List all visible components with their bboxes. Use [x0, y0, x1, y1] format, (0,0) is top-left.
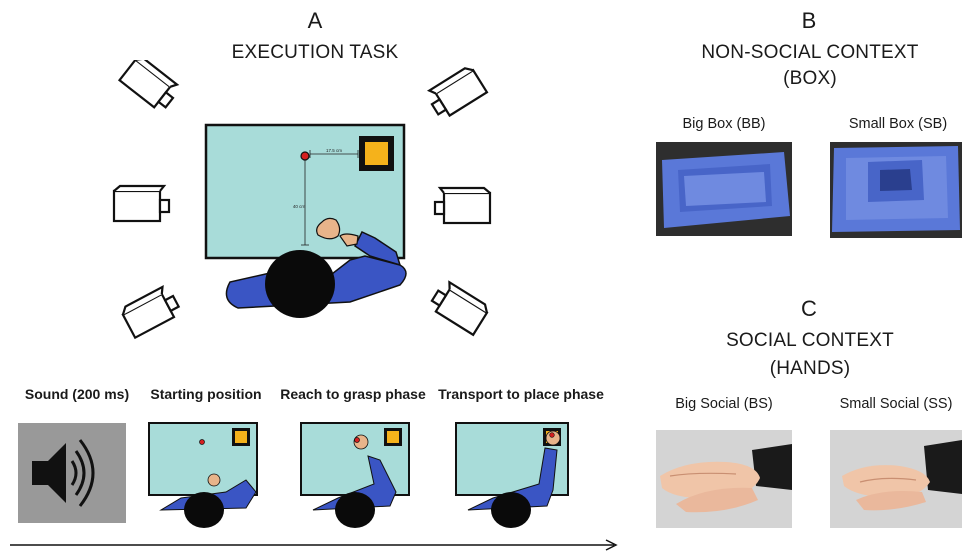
panel-b-title-line2: (BOX)	[760, 68, 860, 90]
step-label-transport: Transport to place phase	[436, 386, 606, 402]
camera-icon	[120, 60, 181, 113]
participant-head	[265, 250, 335, 318]
photo-label-small-box: Small Box (SB)	[830, 116, 962, 132]
camera-icon	[425, 65, 487, 120]
ball	[301, 152, 309, 160]
thumb-reach-to-grasp	[298, 420, 414, 528]
distance-vertical-label: 40 cm	[293, 204, 306, 209]
panel-b-letter: B	[797, 8, 821, 34]
time-arrow	[10, 538, 620, 552]
step-label-sound: Sound (200 ms)	[18, 386, 136, 402]
big-social-photo	[656, 430, 792, 528]
distance-horizontal-label: 17.5 cm	[326, 148, 342, 153]
execution-setup-illustration: 17.5 cm 40 cm	[100, 60, 520, 360]
step-label-reach: Reach to grasp phase	[278, 386, 428, 402]
small-social-photo	[830, 430, 962, 528]
panel-c-title-line1: SOCIAL CONTEXT	[700, 330, 920, 352]
photo-label-big-social: Big Social (BS)	[656, 396, 792, 412]
big-box-photo	[656, 142, 792, 236]
step-label-start: Starting position	[142, 386, 270, 402]
thumb-starting-position	[146, 420, 262, 528]
photo-label-big-box: Big Box (BB)	[656, 116, 792, 132]
panel-c-letter: C	[797, 296, 821, 322]
camera-icon	[435, 188, 490, 223]
camera-icon	[428, 280, 490, 335]
panel-b-title-line1: NON-SOCIAL CONTEXT	[680, 42, 940, 64]
panel-c-title-line2: (HANDS)	[740, 358, 880, 380]
thumb-transport-to-place	[453, 420, 573, 528]
camera-icon	[120, 285, 182, 338]
speaker-icon	[18, 423, 126, 523]
panel-a-letter: A	[303, 8, 327, 34]
camera-icon	[114, 186, 169, 221]
small-box-photo	[830, 142, 962, 238]
photo-label-small-social: Small Social (SS)	[830, 396, 962, 412]
